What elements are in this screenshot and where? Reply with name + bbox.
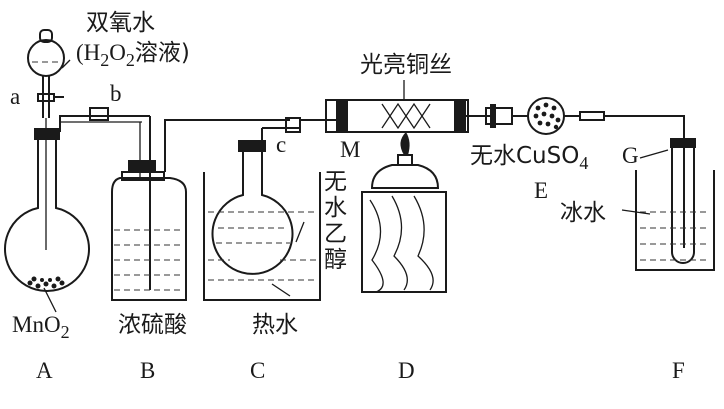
beaker-F (635, 170, 715, 271)
label-M: M (340, 137, 360, 162)
apparatus-letter-D: D (398, 358, 415, 383)
hot-water (208, 211, 316, 281)
label-E: E (534, 178, 548, 203)
valve-b-label: b (110, 81, 122, 106)
ethanol-liquid (216, 227, 290, 244)
ethanol-char-1: 无 (324, 169, 347, 195)
beaker-C (203, 172, 321, 301)
valve-a-label: a (10, 84, 20, 109)
stopcock-a[interactable] (37, 93, 55, 102)
apparatus-letter-B: B (140, 358, 155, 383)
ice-water-label: 冰水 (560, 200, 606, 226)
flask-A-stopper (34, 128, 60, 140)
wood-block (361, 191, 447, 293)
cuso4-label: 无水CuSO4 (470, 143, 588, 173)
stopcock-b[interactable] (89, 107, 109, 121)
apparatus-letter-F: F (672, 358, 685, 383)
gas-washing-bottle-B (111, 177, 187, 301)
round-bottom-flask-A (4, 140, 90, 293)
test-tube-G (671, 148, 695, 264)
ice-water (640, 211, 710, 261)
apparatus-D (325, 99, 490, 293)
stopcock-c[interactable] (285, 117, 301, 133)
mno2-particles (27, 276, 65, 289)
apparatus-B (89, 107, 290, 301)
peroxide-label-line1: 双氧水 (86, 10, 155, 36)
bottle-B-stopper (128, 160, 156, 172)
apparatus-F (621, 138, 715, 271)
valve-c-label: c (276, 132, 286, 157)
flask-C-stopper (238, 140, 266, 152)
ethanol-char-3: 乙 (324, 221, 347, 247)
tube-A-B (59, 115, 150, 132)
dropping-funnel (27, 39, 65, 77)
apparatus-letter-A: A (36, 358, 53, 383)
peroxide-label-line2: (H2O2溶液) (76, 40, 190, 70)
alcohol-lamp (370, 164, 440, 189)
copper-wire-label: 光亮铜丝 (360, 52, 452, 78)
label-G: G (622, 143, 639, 168)
ethanol-char-2: 水 (324, 195, 347, 221)
conc-sulfuric-liquid (114, 229, 184, 291)
tube-E-F (604, 115, 685, 248)
apparatus-A (4, 29, 150, 293)
tube-B-C (164, 119, 290, 172)
hot-water-label: 热水 (252, 312, 298, 338)
apparatus-C (203, 116, 341, 301)
mno2-label: MnO2 (12, 312, 70, 342)
conc-sulfuric-label: 浓硫酸 (118, 312, 187, 338)
funnel-stopper (39, 29, 53, 43)
copper-wire (381, 102, 431, 130)
flame (400, 132, 410, 155)
apparatus-E (485, 97, 685, 248)
cuso4-granules (533, 102, 561, 130)
ethanol-char-4: 醇 (324, 247, 347, 273)
apparatus-letter-C: C (250, 358, 265, 383)
round-bottom-flask-C (211, 152, 294, 275)
